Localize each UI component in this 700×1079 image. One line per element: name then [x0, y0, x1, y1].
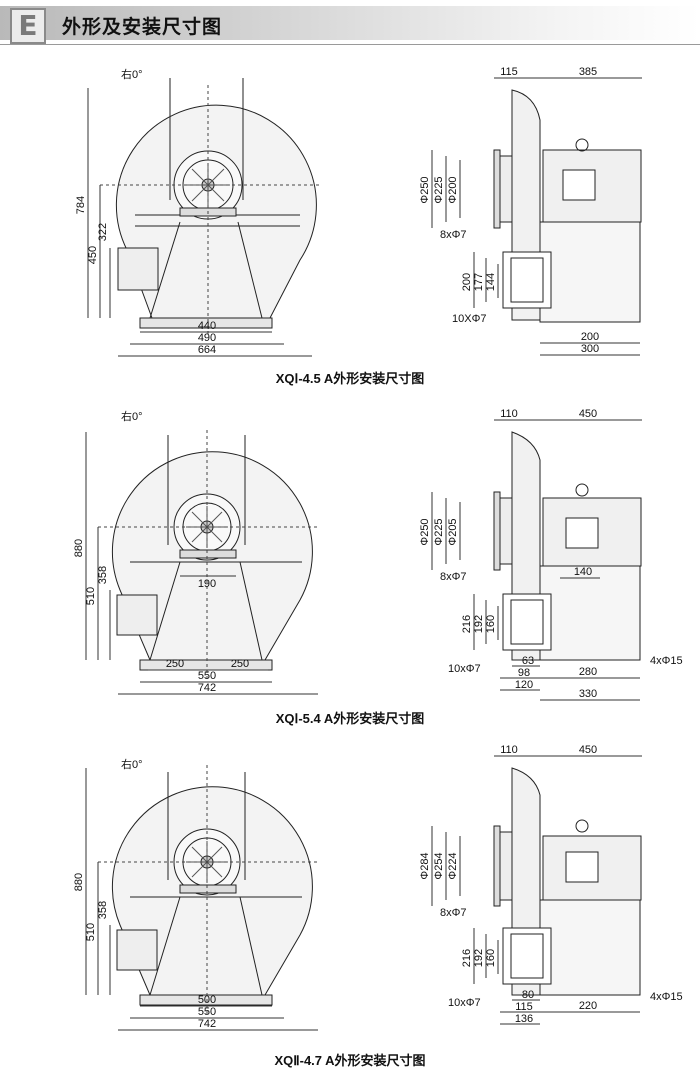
- figure-3-caption: XQⅡ-4.7 A外形安装尺寸图: [274, 1053, 426, 1068]
- dim-80: 80: [522, 989, 534, 1001]
- dim-side-top-left: 115: [500, 66, 518, 78]
- dim-d-mid: Φ254: [433, 852, 445, 879]
- dim-overall-width: 742: [198, 682, 216, 694]
- dim-d-outer: Φ284: [419, 852, 431, 879]
- figure-2-caption: XQⅠ-5.4 A外形安装尺寸图: [275, 711, 425, 726]
- dim-outlet-mid: 192: [473, 949, 485, 967]
- dim-base-inner: 280: [579, 666, 597, 678]
- dim-base-outer: 300: [581, 343, 599, 355]
- dim-115: 115: [515, 1001, 533, 1013]
- dim-shaft-height: 322: [97, 223, 109, 241]
- dim-overall-width: 742: [198, 1018, 216, 1030]
- figure-3-drawing: 右0° 880 510 358 500 550 742 110 450 Φ284…: [73, 744, 683, 1031]
- dim-outlet-inner: 144: [485, 273, 497, 291]
- dim-outlet-mid: 192: [473, 615, 485, 633]
- dim-shaft-height: 358: [97, 566, 109, 584]
- section-header: E 外形及安装尺寸图: [0, 0, 700, 48]
- dim-outlet-inner: 160: [485, 949, 497, 967]
- section-title: 外形及安装尺寸图: [62, 16, 223, 38]
- dim-d-outer: Φ250: [419, 176, 431, 203]
- dim-shaft-height: 358: [97, 901, 109, 919]
- dim-136: 136: [515, 1013, 533, 1025]
- dim-d-mid: Φ225: [433, 176, 445, 203]
- dim-overall-height: 880: [73, 539, 85, 557]
- outlet-flange: [116, 594, 158, 636]
- outlet-flange-side: [502, 927, 552, 985]
- dim-base-outer: 330: [579, 688, 597, 700]
- dim-120: 120: [515, 679, 533, 691]
- outlet-flange: [117, 247, 159, 291]
- dim-side-motor-base: 140: [574, 566, 592, 578]
- header-divider: [0, 44, 700, 45]
- dim-d-outer: Φ250: [419, 518, 431, 545]
- rotation-label: 右0°: [121, 409, 143, 423]
- dim-98: 98: [518, 667, 530, 679]
- section-letter-box: E: [10, 8, 46, 44]
- header-band: [0, 6, 700, 40]
- dim-side-top-right: 450: [579, 408, 597, 420]
- dim-outlet-mid: 177: [473, 273, 485, 291]
- dim-outlet-height: 510: [85, 587, 97, 605]
- dim-flange-holes: 8xΦ7: [440, 907, 467, 919]
- dim-right-half: 250: [231, 658, 249, 670]
- dim-side-top-right: 385: [579, 66, 597, 78]
- dim-left-half: 250: [166, 658, 184, 670]
- dim-mid-width: 490: [198, 332, 216, 344]
- dim-63: 63: [522, 655, 534, 667]
- dim-outlet-height: 450: [87, 246, 99, 264]
- dim-side-top-right: 450: [579, 744, 597, 756]
- dim-overall-width: 664: [198, 344, 216, 356]
- dim-outlet-height: 510: [85, 923, 97, 941]
- outlet-flange-side: [502, 251, 552, 309]
- dim-outlet-outer: 216: [461, 615, 473, 633]
- dim-d-inner: Φ224: [447, 852, 459, 879]
- dim-base-inner: 220: [579, 1000, 597, 1012]
- dim-outlet-outer: 216: [461, 949, 473, 967]
- rotation-label: 右0°: [121, 757, 143, 771]
- dim-overall-height: 880: [73, 873, 85, 891]
- dim-inner-width: 500: [198, 994, 216, 1006]
- dim-outlet-holes: 10xΦ7: [448, 997, 481, 1009]
- figure-1-drawing: 右0° 784 450 322 440 490 664 115 385 Φ250…: [75, 66, 642, 357]
- dim-base-holes: 4xΦ15: [650, 655, 683, 667]
- outlet-flange-side: [502, 593, 552, 651]
- dim-side-top-left: 110: [500, 744, 518, 756]
- dim-outlet-inner: 160: [485, 615, 497, 633]
- figure-2-drawing: 右0° 880 510 358 190 250 250 550 742 110 …: [73, 408, 683, 701]
- dim-mid-width: 550: [198, 670, 216, 682]
- dim-mid-width: 550: [198, 1006, 216, 1018]
- dim-d-inner: Φ205: [447, 518, 459, 545]
- figure-1-caption: XQⅠ-4.5 A外形安装尺寸图: [275, 371, 425, 386]
- dim-inner-width: 440: [198, 320, 216, 332]
- dim-d-mid: Φ225: [433, 518, 445, 545]
- dim-side-top-left: 110: [500, 408, 518, 420]
- dim-flange-holes: 8xΦ7: [440, 571, 467, 583]
- rotation-label: 右0°: [121, 67, 143, 81]
- dim-flange-holes: 8xΦ7: [440, 229, 467, 241]
- dim-base-holes: 4xΦ15: [650, 991, 683, 1003]
- base-plate: [139, 317, 273, 329]
- dim-base-inner: 200: [581, 331, 599, 343]
- dim-outlet-holes: 10xΦ7: [448, 663, 481, 675]
- dim-d-inner: Φ200: [447, 176, 459, 203]
- dim-outlet-holes: 10XΦ7: [452, 313, 486, 325]
- dim-motor-base: 190: [198, 578, 216, 590]
- outlet-flange: [116, 929, 158, 971]
- dim-overall-height: 784: [75, 196, 87, 214]
- dim-outlet-outer: 200: [461, 273, 473, 291]
